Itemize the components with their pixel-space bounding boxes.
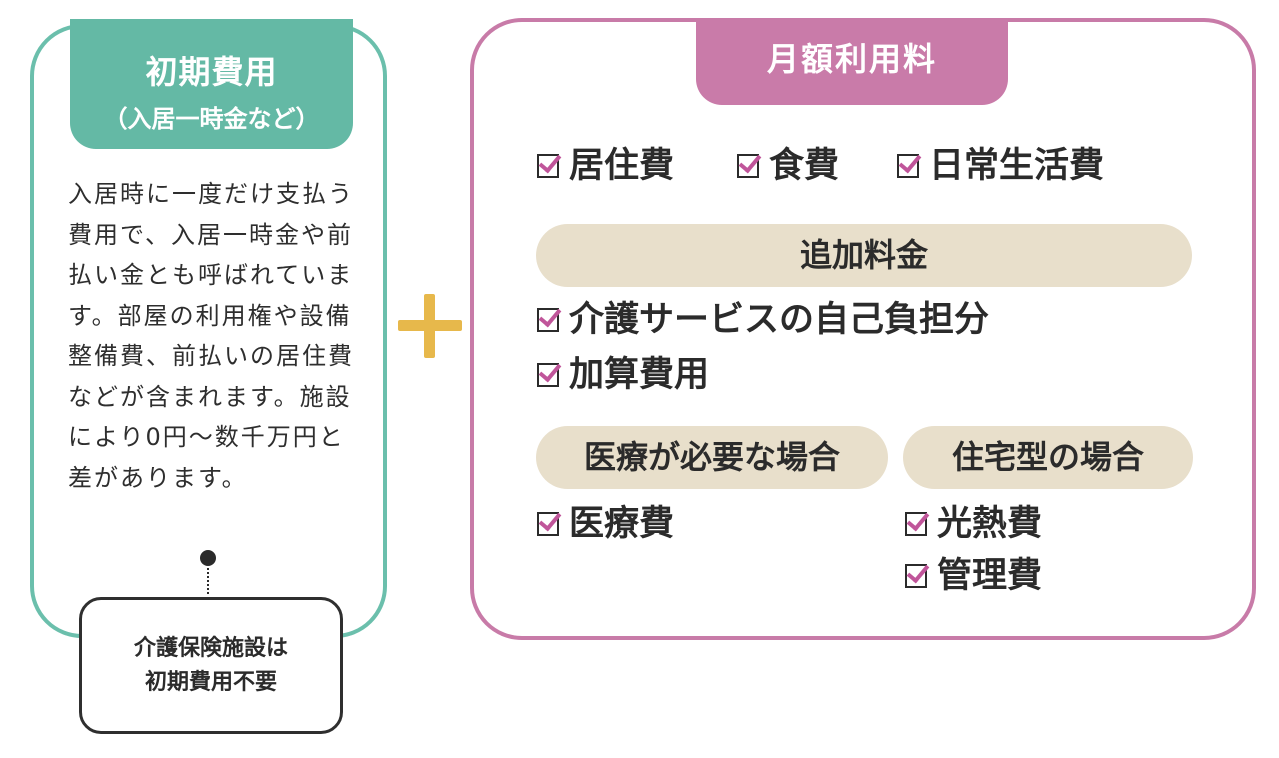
extra-fee-pill: 追加料金 (536, 224, 1192, 287)
monthly-fee-title: 月額利用料 (696, 19, 1008, 105)
medical-pill: 医療が必要な場合 (536, 426, 888, 489)
connector-dot (200, 550, 216, 566)
checkbox-icon (897, 154, 919, 178)
checkbox-icon (537, 363, 559, 387)
note-box: 介護保険施設は 初期費用不要 (79, 597, 343, 734)
checkbox-icon (537, 154, 559, 178)
extra-item-care-copay: 介護サービスの自己負担分 (537, 300, 989, 340)
checkbox-icon (737, 154, 759, 178)
basic-item-daily-living: 日常生活費 (897, 146, 1104, 186)
connector-line (207, 568, 209, 594)
checkbox-icon (905, 564, 927, 588)
housing-item-management: 管理費 (905, 556, 1042, 596)
initial-cost-subtitle: （入居一時金など） (103, 105, 320, 133)
initial-cost-header: 初期費用 （入居一時金など） (70, 19, 353, 149)
initial-cost-description: 入居時に一度だけ支払う費用で、入居一時金や前払い金とも呼ばれています。部屋の利用… (68, 180, 354, 492)
monthly-fee-panel (470, 18, 1256, 640)
housing-item-utilities: 光熱費 (905, 504, 1042, 544)
plus-icon (398, 294, 462, 358)
checkbox-icon (905, 512, 927, 536)
checkbox-icon (537, 512, 559, 536)
basic-item-housing: 居住費 (537, 146, 674, 186)
basic-item-food: 食費 (737, 146, 839, 186)
checkbox-icon (537, 308, 559, 332)
medical-item-medical-cost: 医療費 (537, 504, 674, 544)
housing-type-pill: 住宅型の場合 (903, 426, 1193, 489)
note-line-2: 初期費用不要 (144, 670, 277, 695)
note-line-1: 介護保険施設は (133, 636, 288, 661)
initial-cost-title: 初期費用 (145, 53, 278, 91)
extra-item-additional-cost: 加算費用 (537, 355, 709, 395)
